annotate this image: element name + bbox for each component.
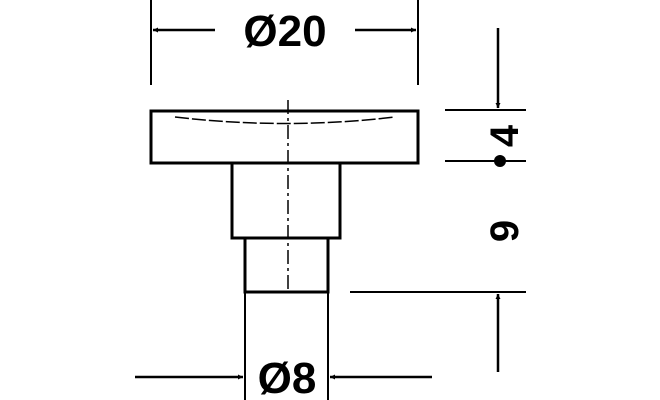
pin-diameter-label: Ø8	[258, 354, 317, 400]
dimension-dot	[494, 155, 506, 167]
head-surface-curve	[174, 116, 396, 125]
stem-outline	[230, 161, 342, 240]
pin-outline	[243, 236, 330, 294]
total-height-label: 9	[483, 220, 527, 242]
head-height-label: 4	[483, 124, 527, 147]
head-outline	[149, 109, 420, 165]
head-diameter-label: Ø20	[243, 7, 326, 56]
